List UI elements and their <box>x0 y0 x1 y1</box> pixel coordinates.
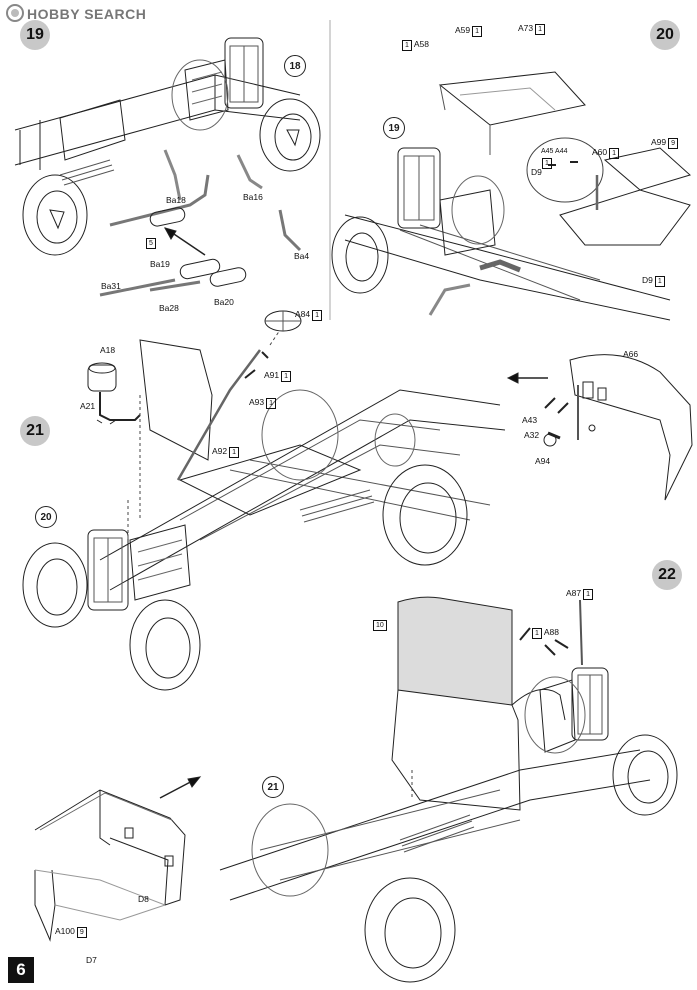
label-a88: 1 A88 <box>530 628 559 639</box>
a99-box: 9 <box>668 138 679 149</box>
a91-box: 1 <box>281 371 292 382</box>
page-number: 6 <box>8 957 34 983</box>
label-a58: 1 A58 <box>400 40 429 51</box>
a93-text: A93 <box>249 397 265 407</box>
label-a94: A94 <box>535 456 551 466</box>
step-20-badge: 20 <box>650 20 680 50</box>
a99-text: A99 <box>651 137 667 147</box>
label-a45-box: 1 <box>540 158 552 169</box>
label-d8: D8 <box>138 894 149 904</box>
label-ba4: Ba4 <box>294 251 310 261</box>
step19-drawing <box>15 38 320 295</box>
a87-box: 1 <box>583 589 594 600</box>
step20-drawing <box>332 72 690 320</box>
a60-text: A60 <box>592 147 608 157</box>
a84-box: 1 <box>312 310 323 321</box>
a73-box: 1 <box>535 24 546 35</box>
a92-box: 1 <box>229 447 240 458</box>
a92-text: A92 <box>212 446 228 456</box>
box-10: 10 <box>373 620 387 631</box>
step-22-badge: 22 <box>652 560 682 590</box>
label-a45: A45 A44 <box>541 148 568 155</box>
a84-text: A84 <box>295 309 311 319</box>
step22-drawing <box>35 597 677 982</box>
ref-18-bubble: 18 <box>284 55 306 77</box>
label-a66: A66 <box>623 349 639 359</box>
label-ba31: Ba31 <box>101 281 121 291</box>
watermark-text: HOBBY SEARCH <box>27 6 147 22</box>
a87-text: A87 <box>566 588 582 598</box>
a100-text: A100 <box>55 926 75 936</box>
label-a43: A43 <box>522 415 538 425</box>
label-a32: A32 <box>524 430 540 440</box>
ref-21-bubble: 21 <box>262 776 284 798</box>
a58-box: 1 <box>402 40 412 51</box>
a44-text: A44 <box>555 148 568 155</box>
label-ba19: Ba19 <box>150 259 170 269</box>
a59-text: A59 <box>455 25 471 35</box>
a59-box: 1 <box>472 26 483 37</box>
watermark: HOBBY SEARCH <box>6 4 146 22</box>
label-a18: A18 <box>100 345 116 355</box>
label-ba16: Ba16 <box>243 192 263 202</box>
step-19-badge: 19 <box>20 20 50 50</box>
a93-box: 1 <box>266 398 277 409</box>
d9-lower-box: 1 <box>654 276 665 287</box>
a58-text: A58 <box>413 39 429 49</box>
d9-lower-text: D9 <box>642 275 653 285</box>
label-box-10: 10 <box>371 620 387 631</box>
box-5: 5 <box>146 238 156 249</box>
ref-20-bubble: 20 <box>35 506 57 528</box>
a45-box: 1 <box>542 158 552 169</box>
a91-text: A91 <box>264 370 280 380</box>
step21-drawing <box>23 311 692 690</box>
label-d9: D9 <box>531 167 542 177</box>
a45-text: A45 <box>541 148 554 155</box>
label-ba28: Ba28 <box>159 303 179 313</box>
label-ba20: Ba20 <box>214 297 234 307</box>
ref-19-bubble: 19 <box>383 117 405 139</box>
label-box-5: 5 <box>144 238 156 249</box>
label-d7: D7 <box>86 955 97 965</box>
step-21-badge: 21 <box>20 416 50 446</box>
a73-text: A73 <box>518 23 534 33</box>
a88-box: 1 <box>532 628 542 639</box>
label-a21: A21 <box>80 401 96 411</box>
a60-box: 1 <box>609 148 620 159</box>
a88-text: A88 <box>543 627 559 637</box>
label-ba18: Ba18 <box>166 195 186 205</box>
a100-box: 9 <box>76 927 87 938</box>
hobby-search-logo-icon <box>6 4 24 22</box>
